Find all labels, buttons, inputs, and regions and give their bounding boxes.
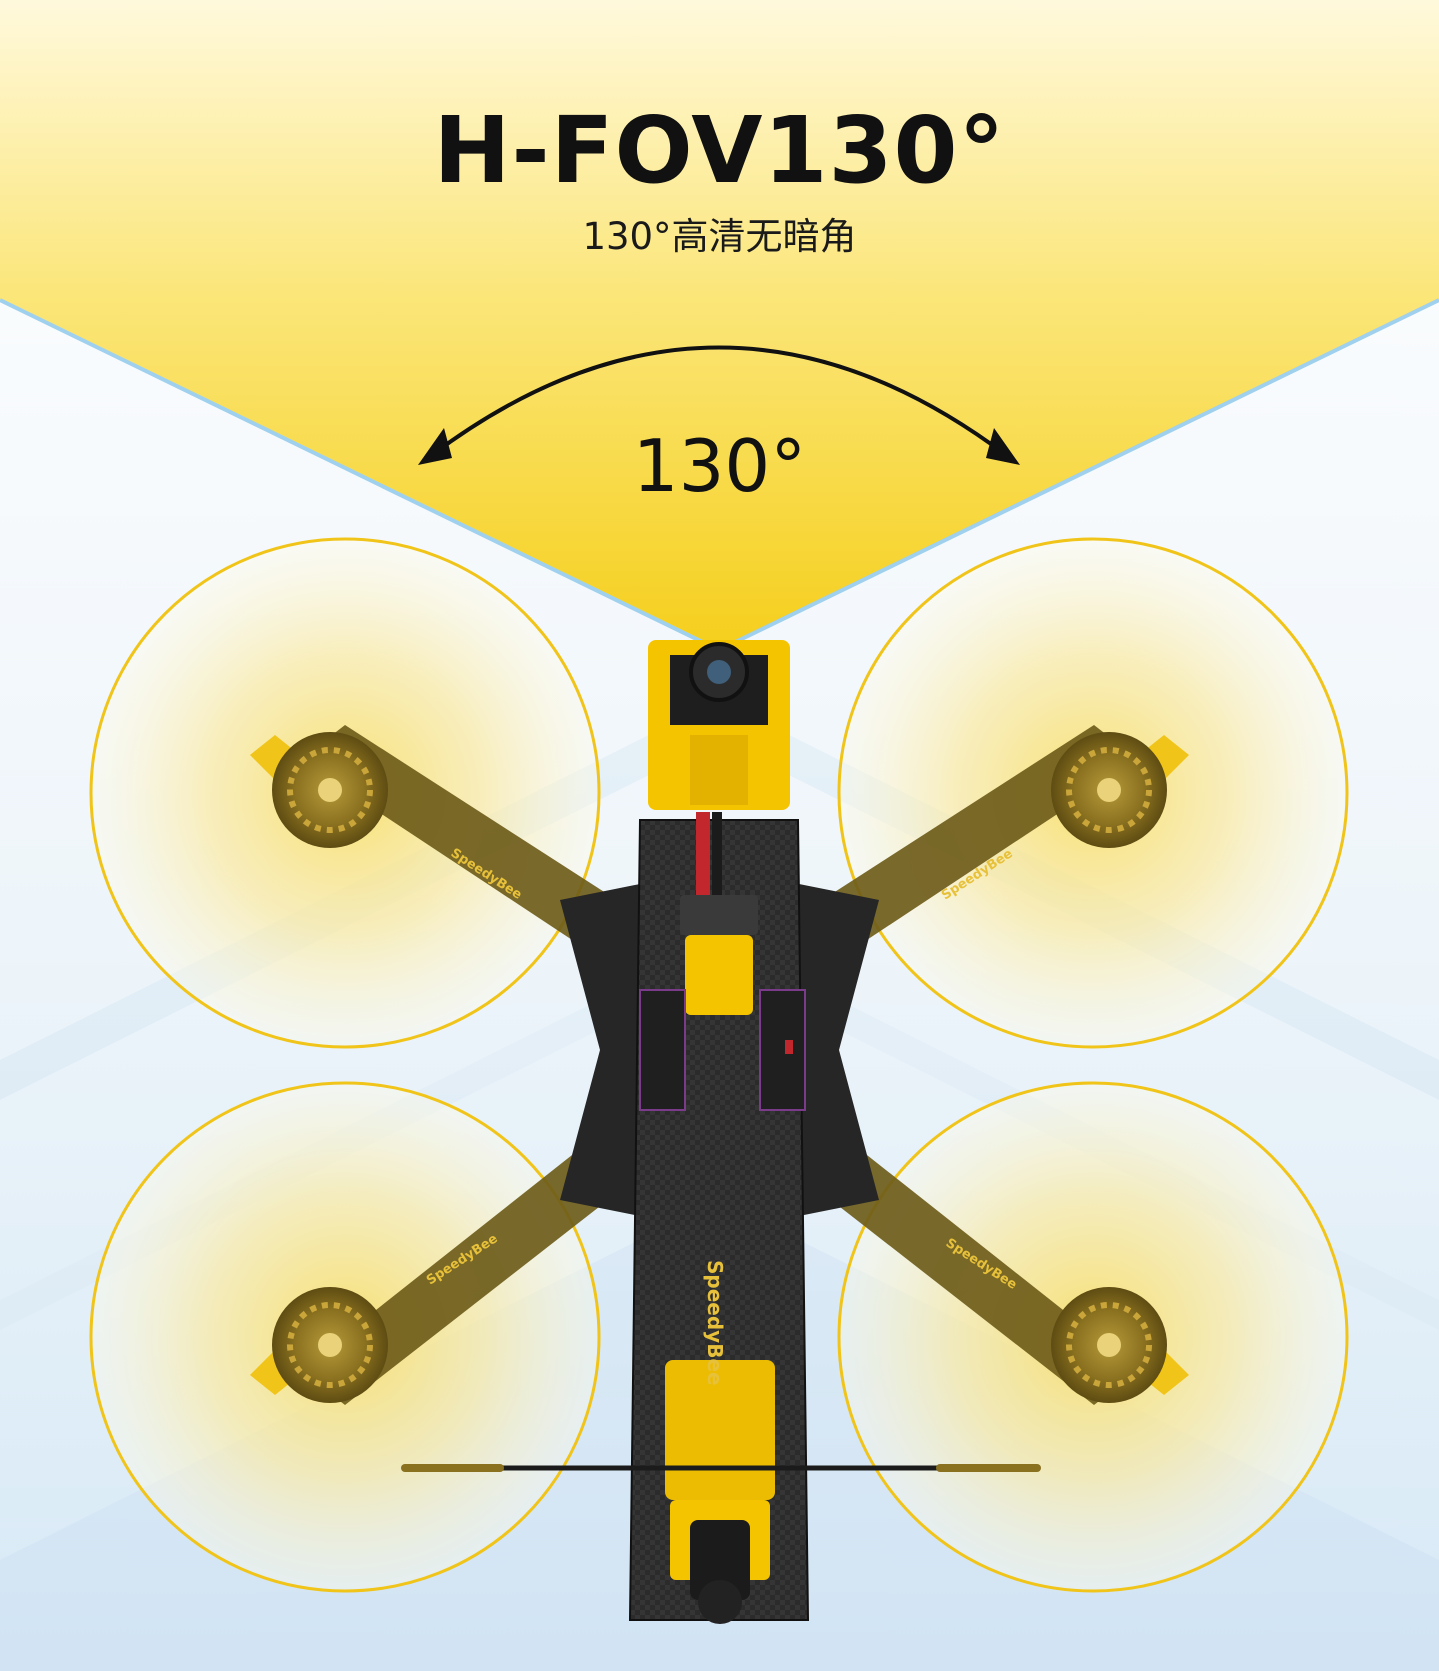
frame-brand: SpeedyBee (703, 1260, 727, 1386)
fov-cone (0, 0, 1439, 650)
fov-arc-arrow (418, 345, 1020, 465)
motor-front-right (1051, 732, 1189, 848)
headline-subtitle: 130°高清无暗角 (582, 215, 857, 258)
motor-rear-left (250, 1287, 388, 1403)
motor-front-left (250, 732, 388, 848)
fov-angle-label: 130° (632, 424, 807, 508)
drone-body (401, 640, 1041, 1624)
headline-title: H-FOV130° (433, 97, 1006, 204)
motor-rear-right (1051, 1287, 1189, 1403)
